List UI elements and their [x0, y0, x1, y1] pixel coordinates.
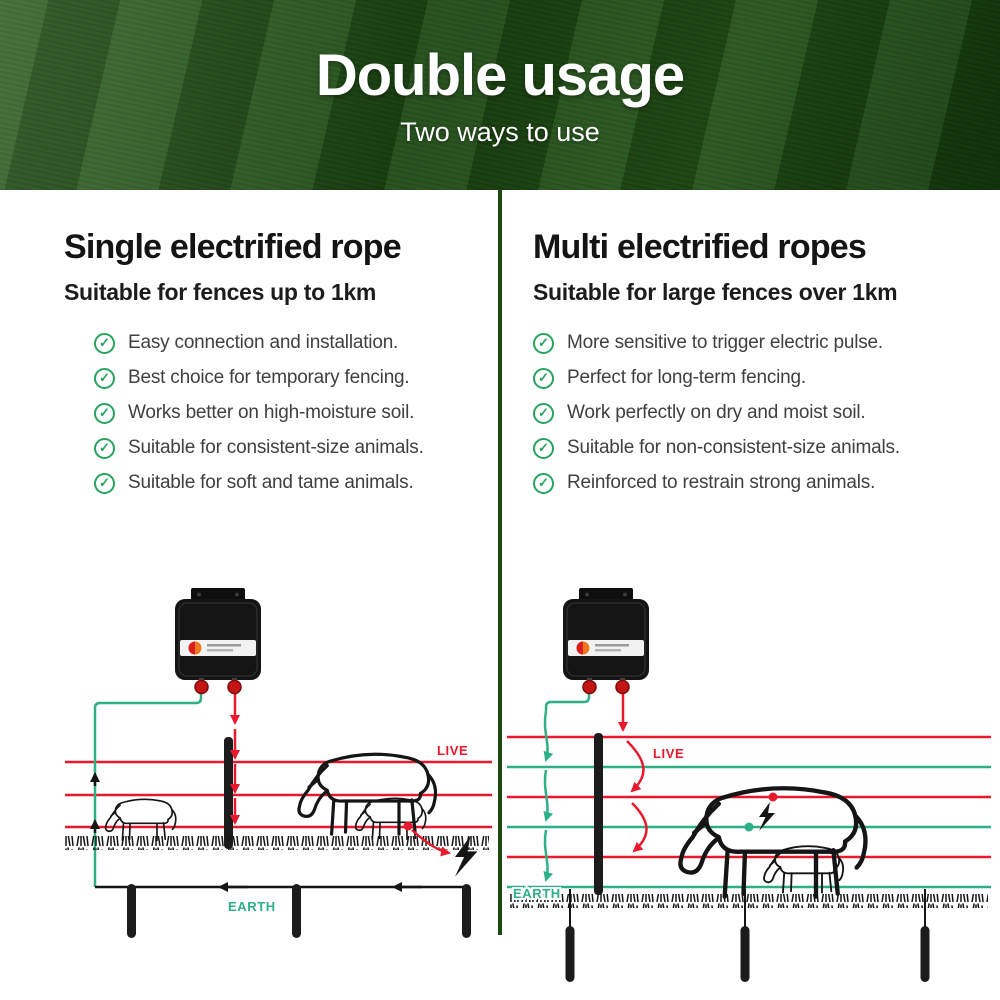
- feature-item: ✓ More sensitive to trigger electric pul…: [533, 332, 973, 354]
- ground-stake: [740, 926, 750, 982]
- banner: Double usage Two ways to use: [0, 0, 1000, 190]
- check-icon: ✓: [533, 332, 554, 354]
- earth-feed-wire: [543, 829, 554, 882]
- earth-feed-wire: [543, 769, 554, 822]
- grass: [510, 894, 988, 908]
- check-icon: ✓: [533, 402, 554, 424]
- live-label: LIVE: [437, 743, 468, 758]
- feature-item: ✓ Suitable for consistent-size animals.: [94, 437, 504, 459]
- multi-rope-diagram: LIVE EARTH: [507, 587, 991, 982]
- ground-stake: [565, 926, 575, 982]
- check-icon: ✓: [94, 367, 115, 389]
- live-label: LIVE: [653, 746, 684, 761]
- earth-label: EARTH: [513, 886, 561, 901]
- energizer-device: [562, 587, 650, 695]
- feature-item: ✓ Best choice for temporary fencing.: [94, 367, 504, 389]
- feature-text: Easy connection and installation.: [128, 332, 399, 353]
- feature-text: Reinforced to restrain strong animals.: [567, 472, 876, 493]
- check-icon: ✓: [94, 437, 115, 459]
- banner-subtitle: Two ways to use: [400, 117, 600, 147]
- feature-text: Suitable for consistent-size animals.: [128, 437, 424, 458]
- check-icon: ✓: [94, 402, 115, 424]
- ground-stake: [920, 926, 930, 982]
- feature-item: ✓ Perfect for long-term fencing.: [533, 367, 973, 389]
- earth-label: EARTH: [228, 899, 276, 914]
- right-title: Multi electrified ropes: [533, 228, 867, 266]
- left-title: Single electrified rope: [64, 228, 402, 266]
- multi-rope-column: Multi electrified ropes Suitable for lar…: [533, 228, 973, 507]
- single-rope-diagram: LIVE EARTH: [65, 587, 492, 938]
- live-feed-wire: [626, 740, 645, 793]
- ground-stake: [462, 884, 471, 938]
- earth-return-wire: [93, 690, 203, 887]
- right-feature-list: ✓ More sensitive to trigger electric pul…: [533, 332, 973, 494]
- single-rope-column: Single electrified rope Suitable for fen…: [64, 228, 504, 507]
- shock-point-live: [403, 821, 413, 831]
- feature-text: Suitable for non-consistent-size animals…: [567, 437, 900, 458]
- ground-stake: [127, 884, 136, 938]
- earth-feed-wire: [543, 710, 554, 762]
- feature-item: ✓ Works better on high-moisture soil.: [94, 402, 504, 424]
- left-feature-list: ✓ Easy connection and installation. ✓ Be…: [94, 332, 504, 494]
- feature-text: Works better on high-moisture soil.: [128, 402, 415, 423]
- small-cow-outline: [104, 798, 177, 842]
- right-subtitle: Suitable for large fences over 1km: [533, 279, 898, 305]
- check-icon: ✓: [94, 332, 115, 354]
- feature-text: Suitable for soft and tame animals.: [128, 472, 414, 493]
- feature-item: ✓ Suitable for non-consistent-size anima…: [533, 437, 973, 459]
- banner-title: Double usage: [315, 43, 685, 108]
- feature-text: Best choice for temporary fencing.: [128, 367, 410, 388]
- feature-item: ✓ Suitable for soft and tame animals.: [94, 472, 504, 494]
- shock-point-earth: [744, 822, 754, 832]
- check-icon: ✓: [94, 472, 115, 494]
- energizer-device: [174, 587, 262, 695]
- feature-item: ✓ Work perfectly on dry and moist soil.: [533, 402, 973, 424]
- feature-item: ✓ Easy connection and installation.: [94, 332, 504, 354]
- grass: [65, 836, 489, 850]
- left-subtitle: Suitable for fences up to 1km: [64, 279, 377, 305]
- check-icon: ✓: [533, 437, 554, 459]
- feature-text: Perfect for long-term fencing.: [567, 367, 806, 388]
- fence-post: [224, 737, 233, 849]
- check-icon: ✓: [533, 367, 554, 389]
- feature-text: Work perfectly on dry and moist soil.: [567, 402, 866, 423]
- shock-arrow: [411, 829, 451, 857]
- earth-feed-wire: [544, 690, 591, 711]
- center-divider: [498, 190, 502, 935]
- ground-stake: [292, 884, 301, 938]
- live-feed-wire: [631, 802, 648, 853]
- fence-post: [594, 733, 603, 895]
- feature-text: More sensitive to trigger electric pulse…: [567, 332, 883, 353]
- check-icon: ✓: [533, 472, 554, 494]
- feature-item: ✓ Reinforced to restrain strong animals.: [533, 472, 973, 494]
- shock-point-live: [768, 792, 778, 802]
